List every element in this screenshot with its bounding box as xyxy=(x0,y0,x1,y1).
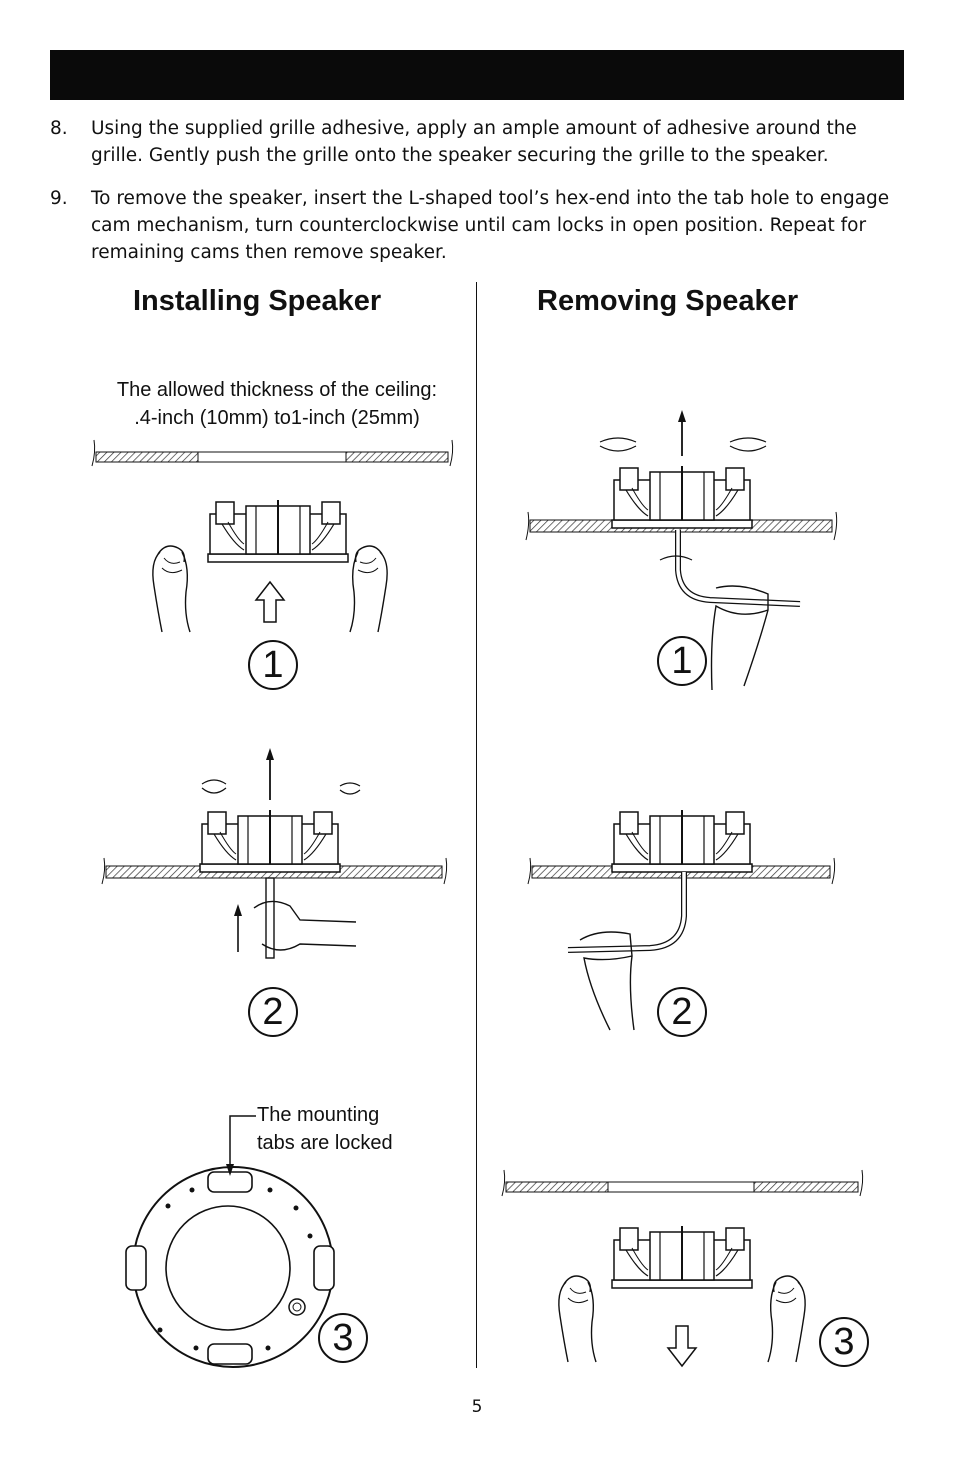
install-step2-number: 2 xyxy=(248,987,298,1037)
remove-step2-number: 2 xyxy=(657,987,707,1037)
step-8-number: 8. xyxy=(50,118,68,139)
ceiling-thickness-line1: The allowed thickness of the ceiling: xyxy=(116,379,438,401)
mounting-tabs-caption: The mounting tabs are locked xyxy=(257,1101,393,1157)
ceiling-thickness-line2: .4-inch (10mm) to1-inch (25mm) xyxy=(134,407,420,429)
column-divider xyxy=(476,282,477,1368)
removing-title: Removing Speaker xyxy=(537,285,799,317)
step-9-text: To remove the speaker, insert the L-shap… xyxy=(91,188,890,263)
remove-step3-number: 3 xyxy=(819,1317,869,1367)
mounting-tabs-line1: The mounting xyxy=(257,1104,380,1126)
installing-title: Installing Speaker xyxy=(133,285,382,317)
install-step3-ring xyxy=(125,1115,335,1368)
ceiling-thickness-caption: The allowed thickness of the ceiling: .4… xyxy=(92,376,462,432)
install-step1-number: 1 xyxy=(248,640,298,690)
remove-step1-number: 1 xyxy=(657,636,707,686)
step-9-number: 9. xyxy=(50,188,68,209)
mounting-tabs-line2: tabs are locked xyxy=(257,1132,393,1154)
step-8: 8. Using the supplied grille adhesive, a… xyxy=(50,115,910,169)
header-bar xyxy=(50,50,904,100)
install-step3-number: 3 xyxy=(318,1313,368,1363)
step-8-text: Using the supplied grille adhesive, appl… xyxy=(91,118,857,166)
remove-step3-ceiling xyxy=(501,1169,864,1197)
install-step1-ceiling xyxy=(91,439,454,467)
page-number: 5 xyxy=(471,1397,483,1417)
step-9: 9. To remove the speaker, insert the L-s… xyxy=(50,185,910,266)
